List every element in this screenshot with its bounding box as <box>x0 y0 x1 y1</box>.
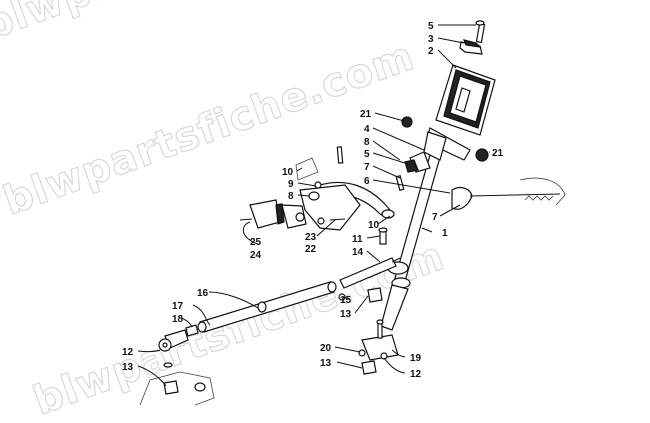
callout-14: 14 <box>352 247 364 258</box>
right-bracket <box>451 186 473 210</box>
nut-13-low <box>361 360 377 375</box>
bushing-21-right <box>475 148 489 162</box>
jam-nut-17 <box>185 324 199 337</box>
nut-13-mid <box>367 287 383 303</box>
washer-20 <box>358 349 366 357</box>
callout-6: 6 <box>364 176 370 187</box>
callout-25: 25 <box>250 237 262 248</box>
washer-9 <box>314 181 322 189</box>
spring <box>524 195 554 201</box>
callout-9: 9 <box>288 179 294 190</box>
tie-rod-assembly <box>158 227 401 352</box>
callout-18: 18 <box>172 314 184 325</box>
callout-12-left: 12 <box>122 347 134 358</box>
callout-21-left: 21 <box>360 109 372 120</box>
callout-15: 15 <box>340 295 352 306</box>
rod-end-14 <box>339 257 397 289</box>
callout-23: 23 <box>305 232 317 243</box>
bushing-21-left <box>401 116 413 128</box>
callout-5-mid: 5 <box>364 149 370 160</box>
callout-5-top: 5 <box>428 21 434 32</box>
clamp-bolt <box>475 23 486 44</box>
cover-25 <box>249 199 281 229</box>
callout-13-mid: 13 <box>340 309 352 320</box>
callout-20: 20 <box>320 343 332 354</box>
mount-block-23 <box>281 204 307 229</box>
lower-bracket-19 <box>361 334 399 361</box>
callout-16: 16 <box>197 288 209 299</box>
callout-24: 24 <box>250 250 262 261</box>
nut-15 <box>338 293 346 301</box>
callout-8-left: 8 <box>288 191 294 202</box>
callout-17: 17 <box>172 301 184 312</box>
callout-13-left: 13 <box>122 362 134 373</box>
callout-11: 11 <box>352 234 363 245</box>
left-mount-assembly <box>239 157 361 231</box>
callout-19: 19 <box>410 353 422 364</box>
callout-12-low: 12 <box>410 369 422 380</box>
callout-1: 1 <box>442 228 448 239</box>
steering-post <box>380 116 489 331</box>
watermark-top: blwpartsfiche.com <box>0 0 400 49</box>
callout-10-low: 10 <box>368 220 380 231</box>
callout-4: 4 <box>364 124 370 135</box>
callout-2: 2 <box>428 46 434 57</box>
callout-8-mid: 8 <box>364 137 370 148</box>
callout-21-right: 21 <box>492 148 504 159</box>
lower-pivot-assembly <box>139 319 399 406</box>
callout-22: 22 <box>305 244 317 255</box>
nut-8 <box>308 191 320 201</box>
callout-13-low: 13 <box>320 358 332 369</box>
callout-labels: 5 3 2 21 4 8 5 7 6 21 10 9 8 7 1 10 23 2… <box>122 21 504 380</box>
nut-13-left <box>163 380 179 395</box>
leader-lines <box>137 24 490 387</box>
callout-10-top: 10 <box>282 167 294 178</box>
pivot-bolt-8 <box>336 146 344 164</box>
handlebar-clamp-assembly <box>435 20 496 136</box>
post-top-arm <box>423 131 447 161</box>
callout-7-right: 7 <box>432 212 438 223</box>
callout-3: 3 <box>428 34 434 45</box>
callout-7-mid: 7 <box>364 162 370 173</box>
